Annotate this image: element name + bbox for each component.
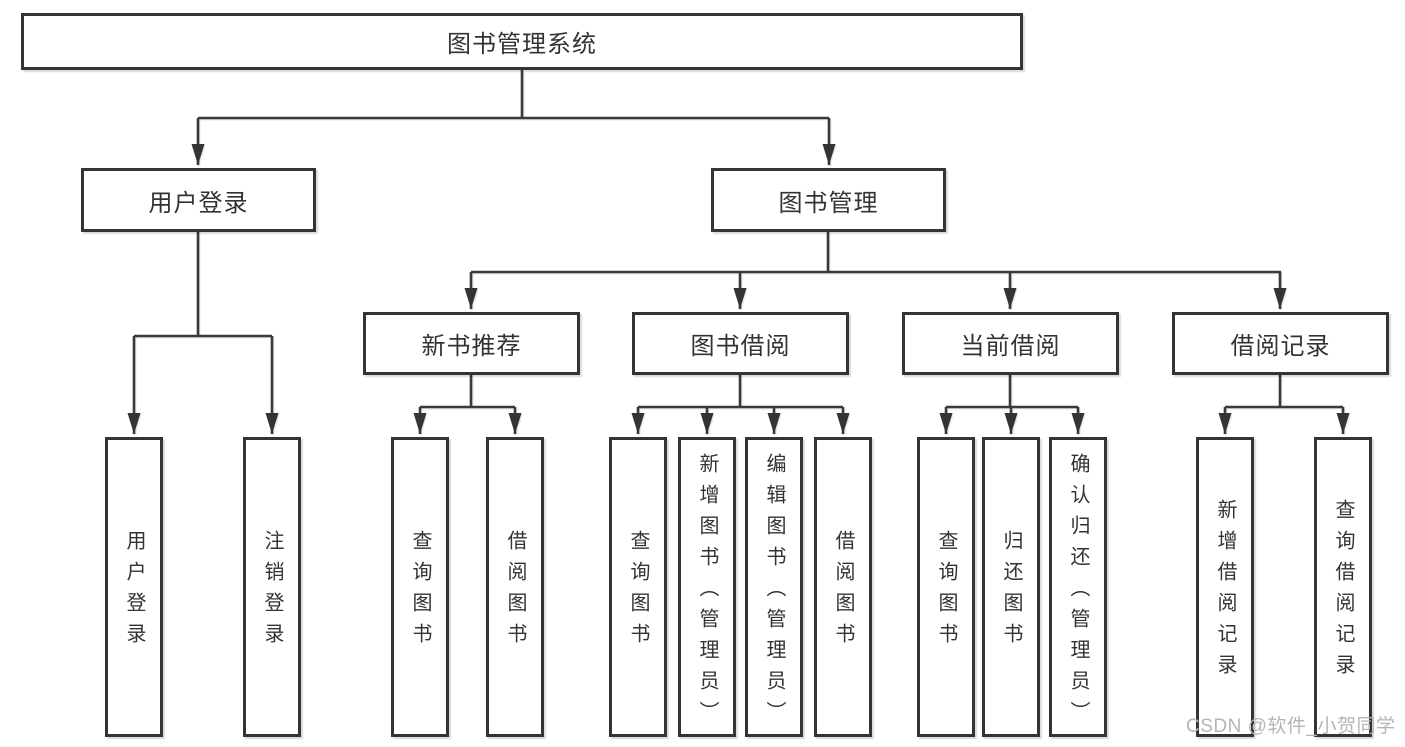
csdn-watermark: CSDN @软件_小贺同学 <box>1186 716 1396 737</box>
node-current-borrow: 当前借阅 <box>902 312 1119 375</box>
leaf-query-borrow-record: 查询借阅记录 <box>1314 437 1372 737</box>
node-book-management: 图书管理 <box>711 168 946 232</box>
node-new-book-recommend: 新书推荐 <box>363 312 580 375</box>
leaf-query-books-current: 查询图书 <box>917 437 975 737</box>
leaf-add-borrow-record: 新增借阅记录 <box>1196 437 1254 737</box>
leaf-confirm-return-admin: 确认归还（管理员） <box>1049 437 1107 737</box>
leaf-add-book-admin: 新增图书（管理员） <box>678 437 736 737</box>
node-borrow-records: 借阅记录 <box>1172 312 1389 375</box>
leaf-query-books-borrow: 查询图书 <box>609 437 667 737</box>
leaf-logout: 注销登录 <box>243 437 301 737</box>
node-root: 图书管理系统 <box>21 13 1023 70</box>
leaf-borrow-books-recommend: 借阅图书 <box>486 437 544 737</box>
leaf-edit-book-admin: 编辑图书（管理员） <box>745 437 803 737</box>
leaf-query-books-recommend: 查询图书 <box>391 437 449 737</box>
leaf-user-login: 用户登录 <box>105 437 163 737</box>
node-book-borrow: 图书借阅 <box>632 312 849 375</box>
connector-arrows <box>127 118 1350 434</box>
node-user-login: 用户登录 <box>81 168 316 232</box>
leaf-borrow-books: 借阅图书 <box>814 437 872 737</box>
leaf-return-books: 归还图书 <box>982 437 1040 737</box>
